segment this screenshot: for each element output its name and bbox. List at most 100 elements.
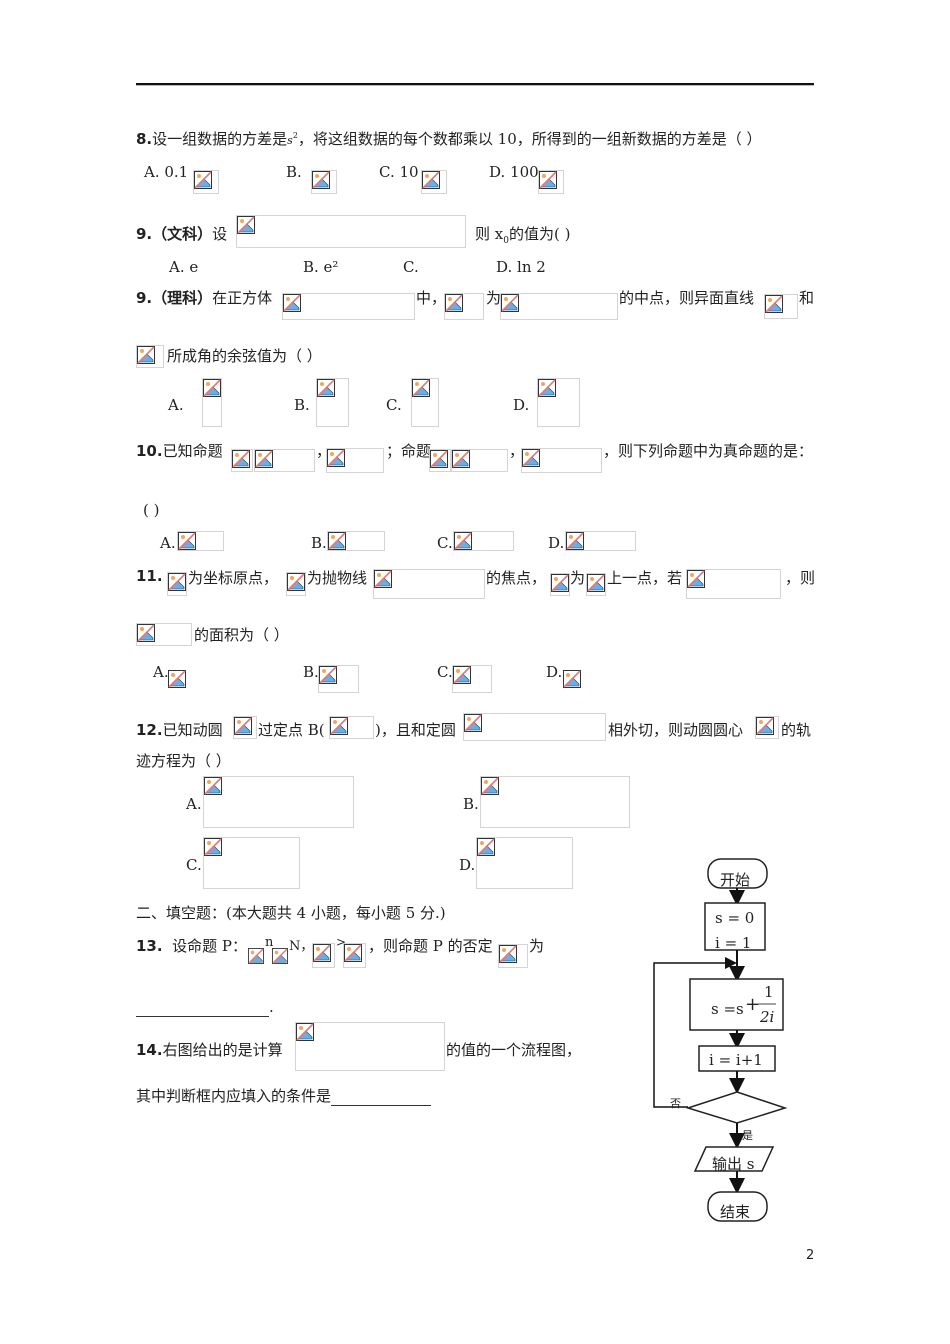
flowchart-no-label: 否: [670, 1097, 681, 1110]
question-text: 为坐标原点，: [188, 569, 279, 587]
broken-image-icon: [563, 670, 581, 690]
broken-image-icon: [500, 293, 618, 320]
option-b[interactable]: B.: [286, 163, 302, 181]
broken-image-icon: [411, 378, 439, 427]
broken-image-icon: [421, 170, 447, 194]
broken-image-icon: [312, 943, 335, 968]
question-text: ，将这组数据的每个数都乘以 10，所得到的一组新数据的方差是（ ）: [297, 130, 762, 148]
question-text: 所成角的余弦值为（ ）: [167, 347, 322, 365]
question-text: 为: [486, 289, 502, 307]
flowchart-output: 输出 s: [712, 1155, 755, 1173]
page-number: 2: [806, 1248, 815, 1263]
option-b[interactable]: B.: [463, 795, 479, 813]
option-a[interactable]: A. 0.1: [144, 163, 189, 181]
broken-image-icon: [318, 665, 359, 693]
question-8: 8.设一组数据的方差是s2，将这组数据的每个数都乘以 10，所得到的一组新数据的…: [136, 128, 762, 149]
option-d[interactable]: D.: [513, 396, 530, 414]
option-a[interactable]: A. e: [169, 258, 199, 276]
question-text: )，且和定圆: [375, 721, 456, 739]
option-c[interactable]: C.: [437, 534, 453, 552]
question-number: 9.: [136, 225, 153, 243]
option-c[interactable]: C.: [403, 258, 419, 276]
option-b[interactable]: B.: [294, 396, 310, 414]
option-d[interactable]: D. 100: [489, 163, 539, 181]
question-number: 8.: [136, 130, 153, 148]
subscript: 0: [503, 236, 509, 246]
question-14-line2: 其中判断框内应填入的条件是: [136, 1085, 432, 1106]
option-a[interactable]: A.: [160, 534, 176, 552]
option-c[interactable]: C.: [437, 663, 453, 681]
broken-image-icon: [329, 716, 374, 739]
broken-image-icon: [193, 170, 219, 194]
question-text: 其中判断框内应填入的条件是: [136, 1087, 332, 1105]
question-text: 已知命题: [162, 442, 223, 460]
question-number: 9.: [136, 289, 153, 307]
math-text: >: [336, 935, 347, 949]
option-a[interactable]: A.: [153, 663, 169, 681]
broken-image-icon: [202, 378, 222, 427]
question-number: 12.: [136, 721, 163, 739]
option-a[interactable]: A.: [168, 396, 184, 414]
broken-image-icon: [686, 569, 781, 599]
broken-image-icon: [538, 170, 564, 194]
question-11-number: 11.: [136, 567, 163, 585]
broken-image-icon: [136, 345, 164, 368]
option-a[interactable]: A.: [186, 795, 202, 813]
variance-symbol: s: [287, 134, 293, 147]
option-d[interactable]: D.: [546, 663, 563, 681]
answer-blank[interactable]: .: [136, 998, 274, 1017]
flowchart-yes-label: 是: [742, 1129, 753, 1142]
broken-image-icon: [231, 449, 253, 472]
question-text: 过定点 B(: [258, 721, 325, 739]
broken-image-icon: [755, 716, 779, 739]
math-text: n: [265, 935, 274, 950]
broken-image-icon: [452, 665, 492, 693]
flowchart-increment-i: i = i+1: [709, 1051, 763, 1069]
broken-image-icon: [233, 716, 257, 739]
broken-image-icon: [565, 531, 636, 551]
option-c[interactable]: C.: [386, 396, 402, 414]
option-b[interactable]: B.: [311, 534, 327, 552]
option-c[interactable]: C. 10: [379, 163, 419, 181]
option-d[interactable]: D.: [548, 534, 565, 552]
broken-image-icon: [550, 573, 570, 596]
broken-image-icon: [521, 448, 602, 473]
question-number: 11.: [136, 567, 163, 585]
option-d[interactable]: D.: [459, 856, 476, 874]
broken-image-icon: [463, 713, 606, 741]
option-d[interactable]: D. ln 2: [496, 258, 546, 276]
question-13: 13. 设命题 P：: [136, 935, 247, 956]
question-text: ，: [509, 442, 525, 460]
broken-image-icon: [316, 378, 349, 427]
broken-image-icon: [326, 448, 384, 473]
question-text: ，则下列命题中为真命题的是：: [603, 442, 814, 460]
broken-image-icon: [168, 670, 186, 690]
option-b[interactable]: B.: [303, 663, 319, 681]
text: 的值为( ): [508, 225, 571, 243]
question-text: 在正方体: [212, 289, 273, 307]
flowchart-start: 开始: [720, 871, 751, 889]
question-10: 10.已知命题: [136, 440, 223, 461]
flowchart: [653, 858, 788, 1222]
broken-image-icon: [272, 948, 288, 965]
option-c[interactable]: C.: [186, 856, 202, 874]
option-b[interactable]: B. e²: [303, 258, 339, 276]
fraction-numerator: 1: [764, 983, 774, 1001]
question-text: 和: [799, 289, 815, 307]
question-text: 相外切，则动圆圆心: [608, 721, 744, 739]
broken-image-icon: [295, 1022, 445, 1071]
broken-image-icon: [764, 294, 798, 319]
broken-image-icon: [286, 572, 306, 596]
broken-image-icon: [451, 449, 508, 472]
broken-image-icon: [537, 378, 580, 427]
question-text: ，则命题 P 的否定: [368, 937, 493, 955]
question-text: 的中点，则异面直线: [619, 289, 755, 307]
question-text: 已知动圆: [162, 721, 223, 739]
question-text: 设: [212, 225, 228, 243]
question-14: 14.右图给出的是计算: [136, 1039, 283, 1060]
broken-image-icon: [282, 293, 415, 320]
broken-image-icon: [373, 569, 485, 599]
question-9-science: 9.（理科）在正方体: [136, 287, 272, 308]
math-text: N，: [289, 939, 314, 954]
answer-blank[interactable]: [331, 1087, 432, 1106]
